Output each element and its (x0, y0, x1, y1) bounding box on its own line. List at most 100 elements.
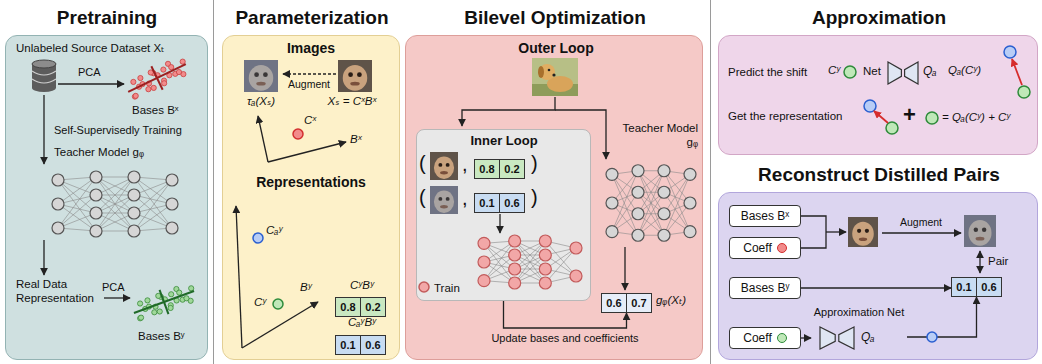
math-label: Cʸ (254, 296, 266, 310)
neural-network (606, 165, 696, 242)
coefficient-dot (926, 112, 938, 124)
approximation-net: Approximation NetQₐ (811, 306, 907, 351)
pca-scatter (146, 87, 151, 92)
bowtie-outline (820, 327, 854, 349)
math-label: Qₐ(Cʸ) (948, 64, 981, 78)
neural-network (606, 168, 618, 180)
face-image (430, 152, 458, 180)
database-icon (32, 60, 56, 68)
arrow (624, 247, 625, 290)
pca-scatter (189, 286, 194, 291)
neural-network (128, 207, 140, 219)
neural-network (52, 198, 64, 210)
vector-value: 0.8 (475, 160, 499, 178)
pca-scatter (151, 85, 156, 90)
pca-scatter (157, 309, 162, 314)
database-icon (32, 79, 56, 83)
connector (801, 337, 811, 338)
neural-network (658, 208, 670, 220)
inner-loop-box: Inner LoopTrain0.80.20.10.6 (416, 129, 591, 301)
database-icon (32, 71, 56, 75)
arrow (58, 83, 124, 84)
panel-fills (6, 36, 1038, 360)
neural-network (684, 226, 696, 238)
coeff-box: Coeff (729, 327, 801, 349)
bracket: ( (419, 185, 426, 209)
merge-line (801, 232, 826, 248)
math-label: τₐ(Xₛ) (247, 95, 275, 109)
face-image (430, 186, 458, 214)
math-label: Cₐʸ (266, 224, 282, 238)
face-image (865, 229, 869, 233)
connector (907, 297, 977, 337)
neural-network (90, 189, 102, 201)
coefficient-dot (927, 332, 937, 342)
neural-network (570, 270, 582, 282)
training-label: Self-Supervisedly Training (54, 124, 182, 137)
vector-value: 0.2 (499, 160, 524, 178)
math-label: CₐʸBʸ (348, 316, 376, 330)
dog-image (532, 58, 578, 96)
arrow (499, 214, 500, 233)
comma: , (462, 186, 468, 210)
panel-fill (406, 36, 703, 360)
box-label: Bases Bʸ (741, 281, 790, 295)
neural-network (658, 186, 670, 198)
neural-network (539, 277, 551, 289)
coefficient-dot (253, 233, 263, 243)
merge-line (801, 216, 826, 232)
vector-value: 0.1 (336, 336, 360, 354)
panel-title: Pretraining (57, 7, 157, 30)
dog-image (538, 66, 544, 78)
face-image (244, 60, 278, 92)
neural-network (52, 171, 178, 237)
face-image (244, 60, 278, 92)
math-label: = Qₐ(Cʸ) + Cʸ (942, 111, 1010, 125)
neural-network (684, 168, 696, 180)
arrow (882, 232, 961, 233)
neural-network (509, 277, 521, 289)
neural-network (128, 189, 140, 201)
neural-network (632, 165, 644, 177)
neural-network (166, 222, 178, 234)
neural-network (570, 242, 582, 254)
neural-network (638, 171, 664, 236)
dog-image (548, 69, 551, 72)
section-divider (710, 0, 711, 364)
arrow (555, 110, 606, 159)
pca-scatter (168, 305, 173, 310)
neural-network (90, 225, 102, 237)
pca-scatter (138, 316, 143, 321)
neural-network (166, 198, 178, 210)
bases-box: Bases Bʸ (729, 277, 801, 299)
coefficient-dot (273, 299, 283, 309)
arrow (268, 142, 346, 162)
dog-image (552, 73, 555, 76)
database-icon (32, 60, 56, 92)
pca-scatter (138, 75, 143, 80)
vector-value: 0.1 (952, 278, 976, 296)
neural-network (509, 249, 521, 261)
pca-scatter (132, 94, 137, 99)
plus-sign: + (903, 102, 916, 128)
vector-value: 0.7 (626, 294, 651, 312)
face-image (848, 217, 878, 247)
pca-scatter (177, 290, 182, 295)
bowtie-shape (887, 61, 919, 85)
pca-scatter (137, 301, 142, 306)
neural-network (478, 275, 490, 287)
bases-box: Bases Bˣ (729, 205, 801, 227)
face-image (852, 222, 874, 246)
face-image (857, 229, 861, 233)
pca-scatter (160, 290, 169, 314)
face-image (430, 152, 458, 180)
coefficient-dot (1018, 86, 1030, 98)
pair-label: Pair (988, 255, 1008, 269)
pca-scatter (128, 59, 186, 99)
neural-network (128, 225, 140, 237)
neural-network (166, 174, 178, 186)
pca-scatter (184, 296, 189, 301)
pca-scatter (162, 81, 167, 86)
bowtie-outline (888, 62, 918, 84)
face-image (430, 186, 458, 214)
